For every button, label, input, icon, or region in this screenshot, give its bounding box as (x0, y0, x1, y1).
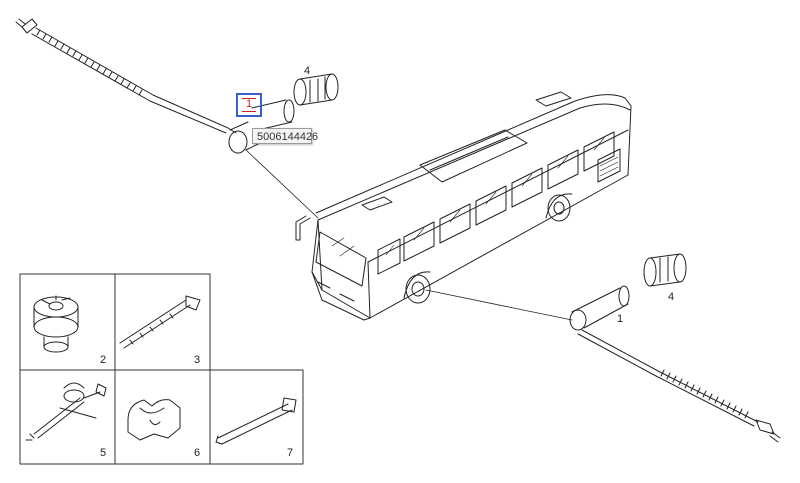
cap-top (293, 73, 339, 106)
callout-right-cap: 4 (668, 291, 675, 303)
leader-right (425, 289, 573, 321)
inset-grid (19, 273, 304, 465)
item-knob-icon (33, 295, 79, 353)
callout-top-cap: 4 (304, 65, 311, 77)
item-clip-icon (127, 399, 181, 441)
inset-number: 5 (100, 447, 107, 459)
cap-right (643, 253, 687, 287)
inset-number: 2 (100, 354, 107, 366)
hotspot-label: 1 (245, 98, 253, 110)
inset-number: 7 (287, 447, 294, 459)
leader-top (245, 149, 319, 219)
part-number-tooltip: 5006144426 (252, 128, 318, 144)
bus-illustration (295, 91, 632, 321)
inset-number: 6 (194, 447, 201, 459)
inset-number: 3 (194, 354, 201, 366)
item-clamp-sensor-icon (25, 382, 107, 441)
item-cable-tie-icon (119, 295, 201, 349)
cable-right (577, 329, 781, 443)
item-tie-icon (215, 397, 297, 445)
cable-top (15, 18, 263, 154)
sensor-right (569, 285, 630, 331)
part-hotspot[interactable]: 1 (236, 93, 262, 117)
callout-right-sensor: 1 (617, 313, 624, 325)
